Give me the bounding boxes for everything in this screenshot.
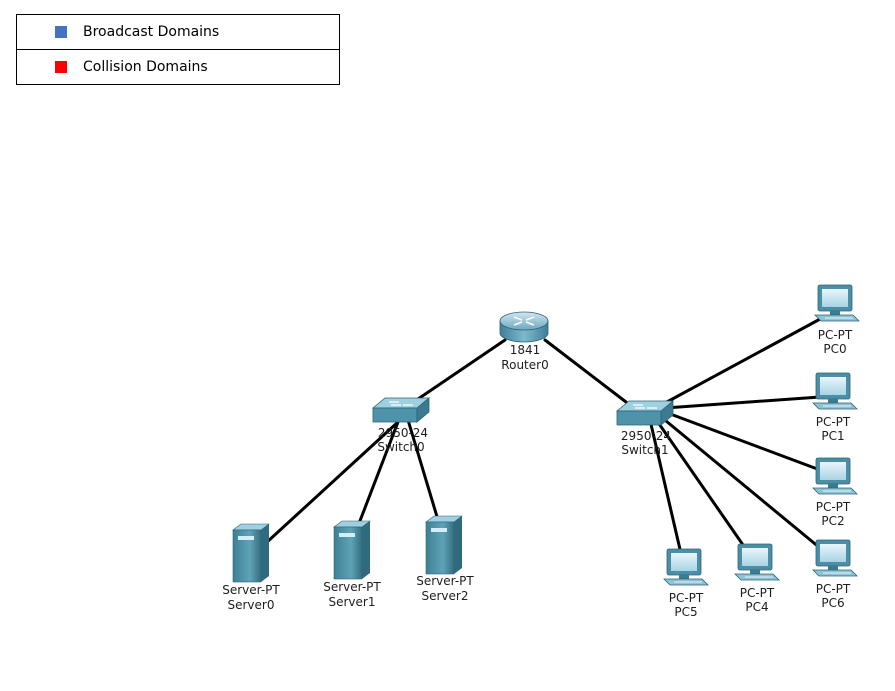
pc6[interactable]: PC-PT PC6: [812, 539, 858, 610]
link-switch1-pc2: [663, 410, 822, 472]
pc-icon: [663, 548, 709, 586]
device-name: Server0: [228, 598, 275, 612]
legend-label: Collision Domains: [83, 59, 208, 75]
server-icon: [333, 520, 371, 580]
device-model: PC-PT: [818, 328, 853, 342]
server-icon: [232, 523, 270, 583]
link-router0-switch1: [543, 338, 628, 404]
device-model: PC-PT: [740, 586, 775, 600]
pc0[interactable]: PC-PT PC0: [814, 284, 860, 356]
pc2[interactable]: PC-PT PC2: [812, 457, 858, 528]
link-switch0-server2: [406, 418, 440, 522]
pc-icon: [812, 372, 858, 410]
device-model: Server-PT: [416, 574, 474, 588]
router-icon: [499, 311, 549, 343]
server-icon: [425, 515, 463, 575]
device-name: Router0: [501, 358, 548, 372]
device-name: Switch0: [377, 440, 424, 454]
server2[interactable]: Server-PT Server2: [416, 515, 474, 603]
device-model: PC-PT: [816, 582, 851, 596]
pc5[interactable]: PC-PT PC5: [663, 548, 709, 619]
link-switch1-pc0: [663, 316, 824, 405]
pc-icon: [734, 543, 780, 581]
legend-label: Broadcast Domains: [83, 24, 220, 40]
device-name: Switch1: [621, 443, 668, 457]
switch0[interactable]: 2950-24 Switch0: [371, 397, 431, 454]
device-model: 2950-24: [378, 426, 428, 440]
link-switch0-server0: [264, 420, 400, 545]
device-name: Server2: [422, 589, 469, 603]
link-switch1-pc6: [658, 414, 822, 550]
pc-icon: [812, 457, 858, 495]
server1[interactable]: Server-PT Server1: [323, 520, 381, 609]
device-name: PC2: [821, 514, 844, 528]
device-model: Server-PT: [222, 583, 280, 597]
device-model: PC-PT: [816, 415, 851, 429]
device-name: PC1: [821, 429, 844, 443]
router0[interactable]: 1841 Router0: [499, 311, 549, 372]
device-model: 2950-24: [621, 429, 671, 443]
switch1[interactable]: 2950-24 Switch1: [615, 400, 675, 457]
device-model: PC-PT: [816, 500, 851, 514]
pc-icon: [814, 284, 860, 322]
link-switch1-pc1: [663, 395, 822, 410]
server0[interactable]: Server-PT Server0: [222, 523, 280, 612]
device-model: PC-PT: [669, 591, 704, 605]
switch-icon: [371, 397, 431, 423]
links: [264, 316, 824, 560]
broadcast-swatch-icon: [55, 26, 67, 38]
device-name: PC0: [823, 342, 846, 356]
legend-item-broadcast: Broadcast Domains: [17, 15, 339, 49]
switch-icon: [615, 400, 675, 426]
device-model: Server-PT: [323, 580, 381, 594]
pc1[interactable]: PC-PT PC1: [812, 372, 858, 443]
link-switch1-pc4: [653, 416, 752, 557]
device-name: PC6: [821, 596, 844, 610]
device-model: 1841: [510, 343, 541, 357]
collision-swatch-icon: [55, 61, 67, 73]
legend-item-collision: Collision Domains: [17, 49, 339, 84]
device-name: PC4: [745, 600, 768, 614]
pc4[interactable]: PC-PT PC4: [734, 543, 780, 614]
link-switch1-pc5: [648, 418, 684, 560]
link-switch0-server1: [356, 420, 400, 528]
link-router0-switch0: [416, 338, 507, 401]
pc-icon: [812, 539, 858, 577]
device-name: PC5: [674, 605, 697, 619]
device-name: Server1: [329, 595, 376, 609]
legend: Broadcast Domains Collision Domains: [16, 14, 340, 85]
